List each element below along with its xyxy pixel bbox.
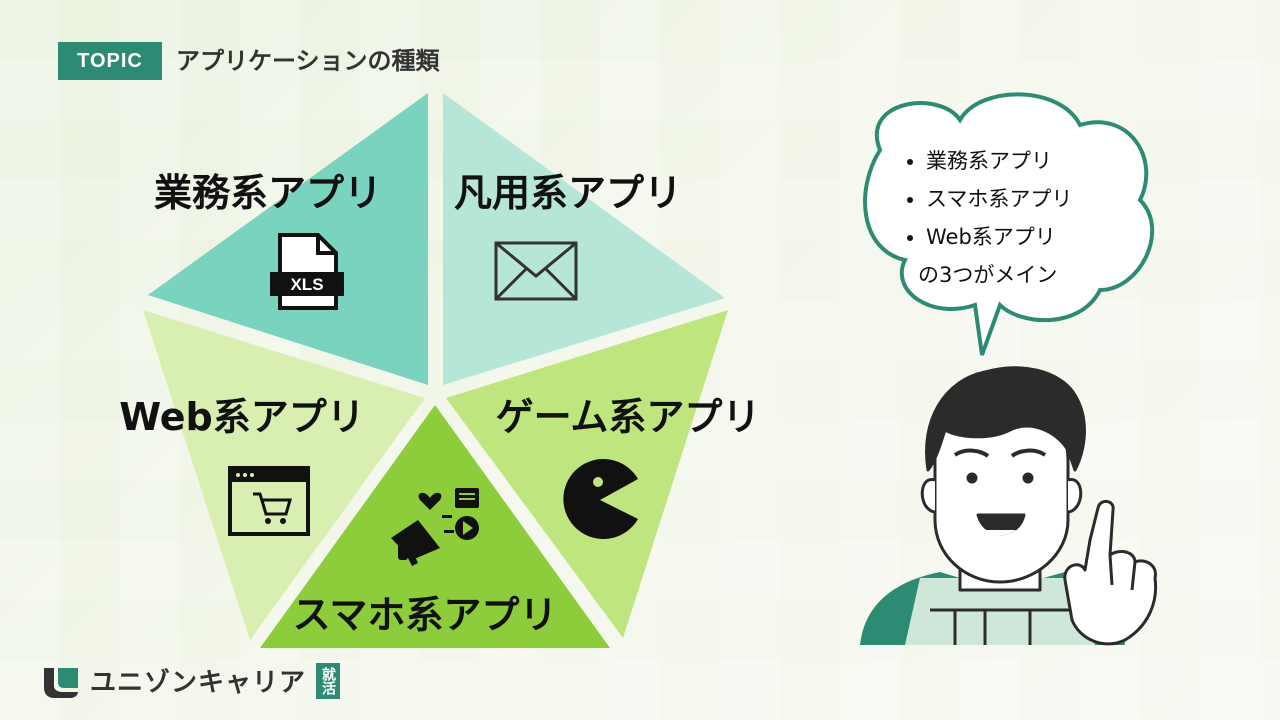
xls-file-icon: XLS	[270, 233, 344, 310]
segment-label-web: Web系アプリ	[119, 395, 365, 439]
bubble-item: 業務系アプリ	[926, 142, 1128, 180]
xls-label: XLS	[290, 275, 323, 294]
speech-bubble: 業務系アプリ スマホ系アプリ Web系アプリ の3つがメイン	[898, 142, 1128, 294]
logo-text: ユニゾンキャリア	[90, 668, 307, 698]
segment-label-hanyo: 凡用系アプリ	[453, 171, 683, 215]
segment-sumaho	[260, 405, 610, 648]
segment-label-game: ゲーム系アプリ	[495, 395, 761, 439]
bubble-item: スマホ系アプリ	[926, 180, 1128, 218]
brand-logo: ユニゾンキャリア 就活	[42, 662, 341, 699]
pacman-icon	[563, 459, 638, 539]
browser-cart-icon	[228, 466, 310, 536]
man-pointing-up-icon	[860, 366, 1158, 646]
page-title: アプリケーションの種類	[176, 47, 440, 75]
bubble-item: Web系アプリ	[926, 218, 1128, 256]
logo-badge: 就活	[316, 662, 341, 699]
segment-label-sumaho: スマホ系アプリ	[292, 593, 558, 637]
bubble-tail-text: の3つがメイン	[918, 263, 1058, 287]
envelope-icon	[494, 241, 578, 301]
speech-bubble-shape	[863, 92, 1155, 356]
segment-label-gyomu: 業務系アプリ	[153, 171, 383, 215]
logo-mark-icon	[44, 667, 78, 698]
topic-tag: TOPIC	[58, 42, 162, 80]
megaphone-icon	[391, 488, 479, 566]
segment-hanyo	[443, 93, 725, 385]
